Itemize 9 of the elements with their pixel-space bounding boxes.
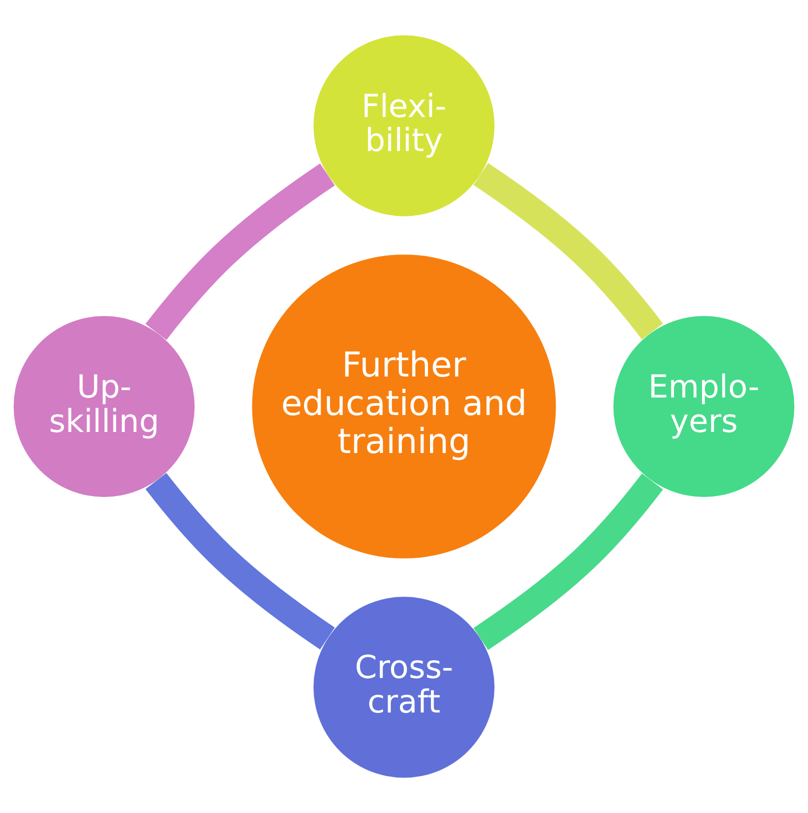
node-circle: Flexi- bility [314, 35, 494, 216]
node-circle: Cross- craft [314, 596, 494, 778]
connector [473, 473, 663, 650]
connector [146, 164, 335, 340]
node-circle: Up- skilling [14, 316, 195, 497]
node-circle: Emplo- yers [613, 316, 794, 497]
connector [146, 472, 335, 650]
node-circle: Further education and training [252, 254, 556, 558]
connector [473, 163, 663, 340]
